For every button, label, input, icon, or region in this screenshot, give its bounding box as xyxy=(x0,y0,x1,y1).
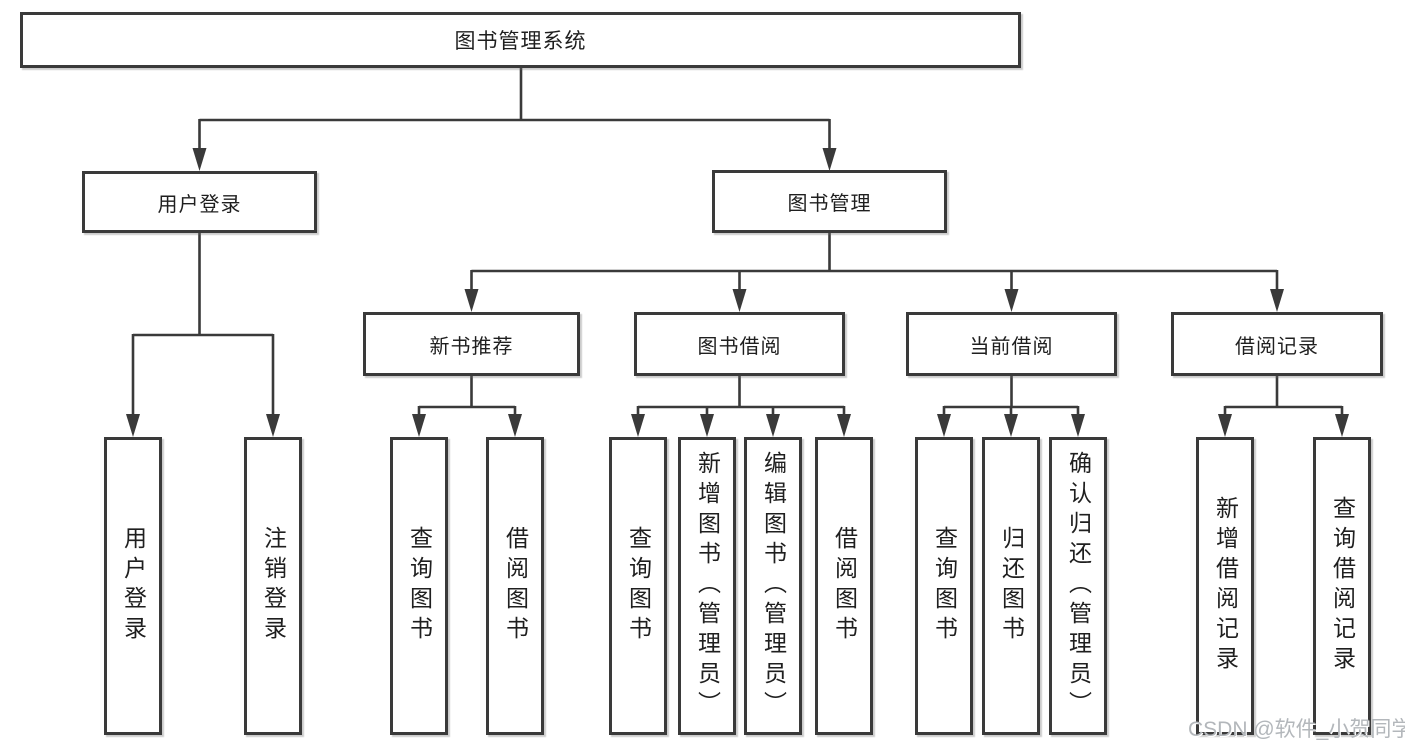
leaf-label: 新增图书（管理员） xyxy=(694,451,721,721)
node-query-borrow-record: 查询借阅记录 xyxy=(1313,437,1371,735)
connector-current-borrow-to-leaves xyxy=(942,376,1080,416)
node-return-book: 归还图书 xyxy=(982,437,1040,735)
node-edit-book-admin: 编辑图书（管理员） xyxy=(744,437,802,735)
node-confirm-return-admin: 确认归还（管理员） xyxy=(1049,437,1107,735)
node-add-book-admin: 新增图书（管理员） xyxy=(678,437,736,735)
leaf-label: 查询图书 xyxy=(931,526,958,646)
arrowhead xyxy=(1270,289,1284,312)
arrowhead xyxy=(822,148,837,171)
node-new-book-recommend: 新书推荐 xyxy=(363,312,580,376)
node-library-management-system: 图书管理系统 xyxy=(20,12,1021,68)
leaf-label: 查询图书 xyxy=(625,526,652,646)
connector-borrow-record-to-leaves xyxy=(1223,376,1344,416)
leaf-label: 查询图书 xyxy=(406,526,433,646)
arrowhead xyxy=(192,148,207,171)
leaf-label: 借阅图书 xyxy=(831,526,858,646)
leaf-label: 用户登录 xyxy=(120,526,147,646)
watermark: CSDN @软件_小贺同学 xyxy=(1188,718,1405,741)
node-borrow-record: 借阅记录 xyxy=(1171,312,1383,376)
arrowhead xyxy=(1218,414,1232,437)
connector-new-book-to-leaves xyxy=(417,376,517,416)
node-book-borrow: 图书借阅 xyxy=(634,312,845,376)
connector-root-to-branches xyxy=(198,68,831,150)
node-borrow-books-leaf: 借阅图书 xyxy=(815,437,873,735)
leaf-label: 新增借阅记录 xyxy=(1212,496,1239,676)
arrowhead xyxy=(631,414,645,437)
node-add-borrow-record: 新增借阅记录 xyxy=(1196,437,1254,735)
node-query-books-recommend: 查询图书 xyxy=(390,437,448,735)
arrowhead xyxy=(412,414,426,437)
leaf-label: 归还图书 xyxy=(998,526,1025,646)
arrowhead xyxy=(1335,414,1349,437)
node-query-books-borrow: 查询图书 xyxy=(609,437,667,735)
arrowhead xyxy=(732,289,747,312)
node-borrow-books-recommend: 借阅图书 xyxy=(486,437,544,735)
arrowhead xyxy=(1004,414,1018,437)
connector-book-borrow-to-leaves xyxy=(636,376,846,416)
arrowhead xyxy=(837,414,851,437)
node-logout-leaf: 注销登录 xyxy=(244,437,302,735)
arrowhead xyxy=(1071,414,1085,437)
connector-book-management-to-sections xyxy=(470,233,1279,291)
node-user-login-leaf: 用户登录 xyxy=(104,437,162,735)
arrowhead xyxy=(1004,289,1019,312)
arrowhead xyxy=(266,414,280,437)
node-query-books-current: 查询图书 xyxy=(915,437,973,735)
arrowhead xyxy=(766,414,780,437)
arrowhead xyxy=(700,414,714,437)
arrowhead xyxy=(937,414,951,437)
leaf-label: 编辑图书（管理员） xyxy=(760,451,787,721)
leaf-label: 注销登录 xyxy=(260,526,287,646)
node-book-management-branch: 图书管理 xyxy=(712,170,947,233)
arrowhead xyxy=(508,414,522,437)
node-user-login-branch: 用户登录 xyxy=(82,171,317,233)
leaf-label: 确认归还（管理员） xyxy=(1065,451,1092,721)
leaf-label: 借阅图书 xyxy=(502,526,529,646)
arrowhead xyxy=(464,289,479,312)
leaf-label: 查询借阅记录 xyxy=(1329,496,1356,676)
arrowhead xyxy=(126,414,140,437)
connector-user-login-to-leaves xyxy=(131,233,275,416)
node-current-borrow: 当前借阅 xyxy=(906,312,1117,376)
